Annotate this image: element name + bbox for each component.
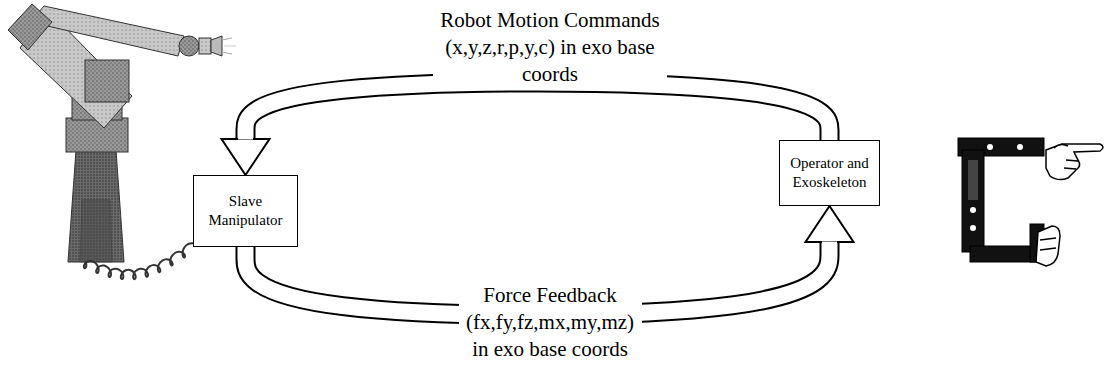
illustration-part	[222, 38, 232, 40]
illustration-part	[8, 4, 52, 50]
illustration-part	[30, 6, 184, 56]
illustration-part	[179, 36, 199, 56]
illustration-part	[1040, 248, 1056, 250]
arrow-joint	[238, 136, 253, 140]
illustration-part	[970, 207, 976, 213]
illustration-part	[80, 200, 112, 262]
operator-hand	[1036, 144, 1103, 266]
illustration-part	[1064, 168, 1076, 169]
illustration-part	[1066, 160, 1078, 161]
illustration-part	[211, 36, 222, 56]
cable-coil	[84, 243, 197, 279]
illustration-part	[1046, 144, 1103, 180]
illustration-part	[222, 52, 232, 54]
process-box: Slave Manipulator	[193, 175, 298, 247]
box-label: Operator and Exoskeleton	[786, 154, 873, 192]
edge-label: Force Feedback (fx,fy,fz,mx,my,mz) in ex…	[459, 282, 642, 363]
illustration-part	[968, 160, 978, 200]
illustration-part	[224, 46, 236, 47]
exoskeleton	[958, 138, 1044, 262]
illustration-part	[85, 60, 129, 102]
box-label: Slave Manipulator	[200, 192, 291, 230]
illustration-part	[1036, 226, 1060, 266]
hollow-arrow	[222, 82, 830, 175]
illustration-part	[962, 150, 984, 252]
arrow-head	[222, 139, 270, 175]
process-box: Operator and Exoskeleton	[779, 140, 880, 206]
illustration-part	[970, 225, 976, 231]
illustration-part	[1054, 144, 1068, 148]
illustration-part	[1017, 144, 1023, 150]
illustration-part	[1040, 238, 1056, 240]
illustration-part	[199, 38, 211, 54]
illustration-part	[987, 144, 993, 150]
illustration-part	[66, 118, 128, 152]
arrow-outline	[246, 82, 830, 140]
edge-label: Robot Motion Commands (x,y,z,r,p,y,c) in…	[433, 7, 667, 88]
arrow-body	[246, 82, 830, 140]
arrow-joint	[822, 242, 837, 246]
illustration-part	[68, 150, 124, 262]
arrow-head	[806, 206, 854, 242]
robot-cable	[84, 243, 197, 279]
illustration-part	[970, 246, 1036, 262]
